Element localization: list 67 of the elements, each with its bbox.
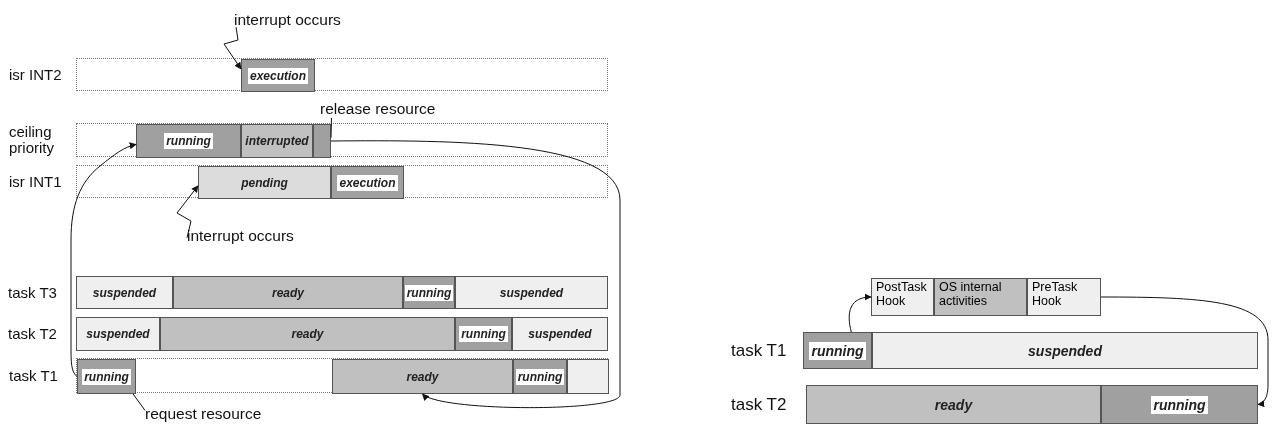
lane-label: task T1 — [731, 339, 788, 362]
state-label: running — [515, 368, 565, 385]
arrow — [223, 26, 242, 70]
state-bar — [513, 359, 567, 394]
annotation-text: request resource — [145, 405, 262, 423]
lane-label: task T2 — [8, 324, 58, 345]
arrow — [848, 293, 872, 333]
state-bar — [76, 317, 160, 351]
state-label: running — [1151, 395, 1208, 414]
state-bar — [403, 276, 455, 309]
state-label: ready — [291, 327, 324, 341]
state-label: suspended — [528, 327, 592, 341]
state-label: running — [82, 368, 131, 385]
state-bar — [160, 317, 455, 351]
state-bar — [136, 124, 241, 158]
lane-label: task T2 — [731, 393, 788, 416]
state-bar — [803, 332, 872, 369]
state-bar — [455, 276, 608, 309]
hook-label: OS internal activities — [939, 280, 1002, 308]
lane-label: isr INT1 — [9, 171, 63, 192]
state-label: execution — [337, 174, 398, 191]
state-label: execution — [248, 67, 308, 84]
state-label: running — [809, 341, 866, 360]
lane-label: task T3 — [8, 282, 58, 303]
state-bar — [77, 359, 136, 394]
state-bar — [1101, 385, 1258, 424]
state-bar — [806, 385, 1101, 424]
lane-label: ceiling priority — [9, 124, 55, 156]
state-bar — [331, 166, 404, 199]
state-label: running — [459, 326, 508, 342]
state-label: ready — [272, 285, 304, 300]
annotation-text: interrupt occurs — [187, 227, 294, 245]
state-label: running — [404, 284, 454, 301]
hook-box — [871, 278, 934, 316]
state-bar — [567, 359, 609, 394]
arrow — [176, 185, 199, 239]
leader-line — [132, 393, 146, 411]
hook-label: PreTask Hook — [1032, 280, 1078, 308]
annotation-text: interrupt occurs — [234, 11, 341, 29]
state-label: interrupted — [245, 134, 309, 148]
state-bar — [198, 166, 331, 199]
arrow — [330, 140, 621, 409]
lane-label: isr INT2 — [9, 64, 63, 85]
hook-box — [1027, 278, 1101, 316]
state-label: suspended — [92, 285, 157, 300]
state-label: ready — [934, 396, 973, 413]
state-bar — [872, 332, 1258, 369]
state-bar — [173, 276, 403, 309]
state-label: ready — [406, 369, 439, 384]
state-bar — [313, 124, 331, 158]
state-bar — [455, 317, 512, 351]
hook-label: PostTask Hook — [876, 280, 927, 308]
state-label: suspended — [86, 327, 150, 341]
state-label: suspended — [499, 285, 564, 300]
hook-box — [934, 278, 1027, 316]
state-label: suspended — [1028, 342, 1102, 359]
state-bar — [241, 59, 315, 92]
state-bar — [76, 276, 173, 309]
state-bar — [241, 124, 313, 158]
state-bar — [512, 317, 608, 351]
state-label: running — [164, 133, 213, 149]
state-bar — [332, 359, 513, 394]
annotation-text: release resource — [320, 100, 436, 118]
arrow — [70, 142, 137, 377]
lane-label: task T1 — [9, 365, 59, 386]
arrow — [1100, 296, 1269, 407]
state-label: pending — [241, 175, 288, 190]
